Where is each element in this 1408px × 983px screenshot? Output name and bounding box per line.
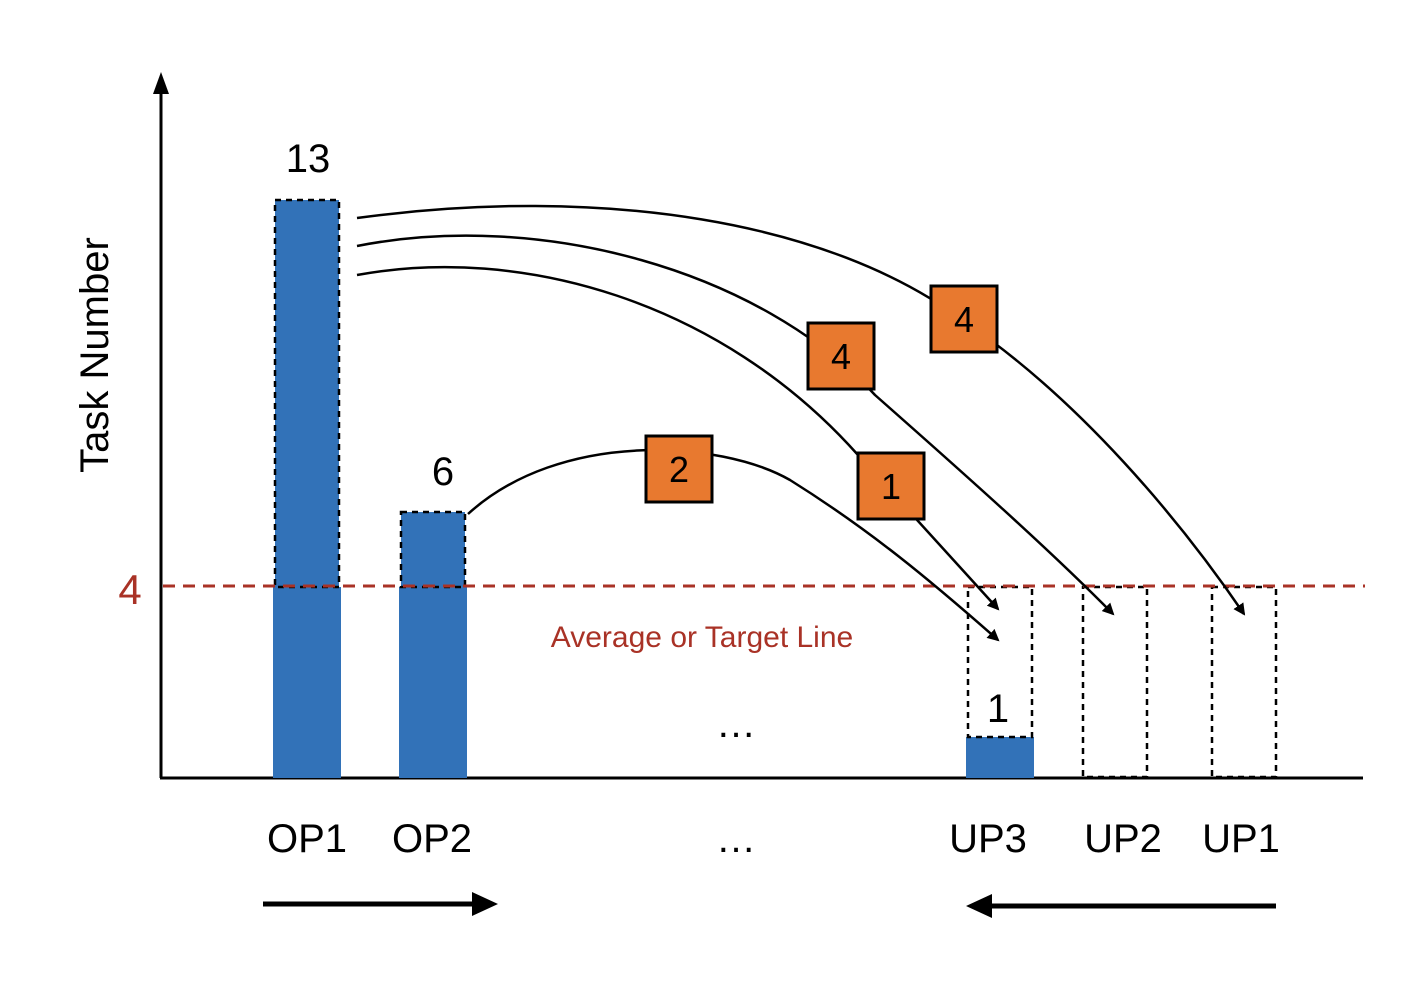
slot-up2 [1081, 585, 1149, 779]
transfer-box-label: 4 [831, 336, 851, 377]
bar-op2-value: 6 [432, 450, 454, 494]
transfer-box-label: 2 [669, 449, 689, 490]
overloaded-direction-arrow [263, 892, 498, 916]
y-axis-label: Task Number [73, 237, 117, 473]
transfer-box-op2-up3: 2 [644, 434, 714, 504]
slot-up3-deficit [966, 585, 1034, 739]
underloaded-direction-arrow [966, 894, 1276, 918]
transfer-box-op1-up3: 1 [856, 451, 926, 521]
x-label-up1: UP1 [1202, 817, 1280, 861]
transfer-curve-op2-up3 [467, 448, 1000, 642]
middle-ellipsis: … [716, 702, 756, 746]
slot-up1 [1210, 585, 1278, 779]
x-label-up2: UP2 [1084, 817, 1162, 861]
bar-up3-value: 1 [987, 687, 1009, 731]
bar-up3 [966, 737, 1034, 778]
transfer-box-label: 1 [881, 466, 901, 507]
x-label-ellipsis: … [716, 817, 756, 861]
x-label-op1: OP1 [267, 817, 347, 861]
arrow-right-icon [472, 892, 498, 916]
x-label-op2: OP2 [392, 817, 472, 861]
transfer-box-label: 4 [954, 299, 974, 340]
transfer-curve-op1-up3 [356, 265, 1000, 611]
bar-op2-base [399, 587, 467, 778]
bar-op1-value: 13 [286, 137, 331, 181]
transfer-curve-op1-up1 [356, 204, 1246, 616]
y-axis-arrowhead-icon [153, 72, 169, 94]
target-value-label: 4 [118, 566, 141, 613]
bar-op1-base [273, 587, 341, 778]
bar-op2-excess [399, 510, 467, 589]
transfer-box-op1-up2: 4 [806, 321, 876, 391]
target-line-label: Average or Target Line [551, 621, 853, 654]
x-label-up3: UP3 [949, 817, 1027, 861]
transfer-curve-op1-up2 [356, 234, 1115, 616]
transfer-box-op1-up1: 4 [929, 284, 999, 354]
arrow-left-icon [966, 894, 992, 918]
bar-op1-excess [273, 198, 341, 589]
